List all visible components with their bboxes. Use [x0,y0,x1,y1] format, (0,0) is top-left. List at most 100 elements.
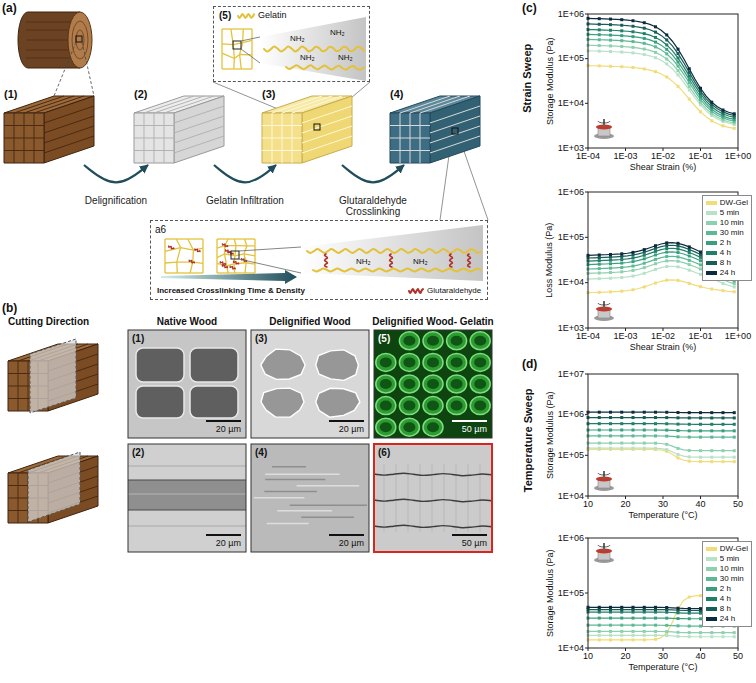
fluorescent-cell [399,375,419,393]
axis-title: Shear Strain (%) [630,162,697,172]
legend-swatch [706,271,717,275]
legend-text: DW-Gel [720,198,748,208]
data-marker [665,634,668,637]
gelatin-mesh [164,239,165,251]
cell-wall [4,125,44,126]
image-number: (1) [132,333,144,345]
fibre-line [400,96,450,113]
data-marker [643,53,646,56]
fibre-line [174,106,224,123]
tick-mark [738,496,739,499]
data-marker [699,436,702,439]
fibre-line [302,106,352,123]
fibre-line [430,136,480,153]
fluorescent-cell [376,418,396,436]
leader-line [241,37,260,41]
cell-wall [468,464,469,532]
data-marker [677,73,680,76]
data-marker [654,70,657,73]
data-marker [643,272,646,275]
data-marker [710,119,713,122]
gelatin-mesh [234,68,241,69]
tick-mark [588,648,589,651]
glutaraldehyde-legend-sample [409,289,423,293]
zoom-square [314,124,320,130]
data-marker [643,257,646,260]
gelatin-chain [307,249,481,253]
data-marker [609,624,612,627]
tick-label: 1E+04 [558,643,584,653]
data-marker [699,460,702,463]
data-marker [677,255,680,258]
micrograph [374,330,492,438]
data-marker [620,447,623,450]
chart [585,14,738,151]
data-marker [620,270,623,273]
tick-label: 1E+06 [558,409,584,419]
data-marker [643,248,646,251]
column-heading: Cutting Direction [8,316,89,328]
data-marker [609,434,612,437]
data-marker [688,631,691,634]
fibre-line [44,126,94,143]
fibre-line [174,136,224,153]
crosslink [325,254,328,267]
data-marker [677,429,680,432]
fluorescent-cell [376,353,396,371]
data-marker [699,423,702,426]
data-marker [677,447,680,450]
gelatin-mesh [188,238,203,239]
data-marker [643,27,646,30]
data-marker [620,34,623,37]
data-marker [710,460,713,463]
scale-bar-label: 20 µm [216,538,241,548]
data-marker [643,67,646,70]
data-marker [643,32,646,35]
fibre-line [14,96,64,113]
delignified-wood-block: (2) [134,88,228,165]
fluorescent-cell [376,397,396,415]
tick-mark [585,14,588,15]
data-marker [598,263,601,266]
data-marker [722,109,725,112]
data-marker [609,277,612,280]
data-marker [688,607,691,610]
legend-entry: 5 min [706,208,748,218]
block-front [262,113,302,163]
data-marker [609,50,612,53]
tick-mark [588,148,589,151]
data-marker [665,244,668,247]
gelatin-mesh [192,250,194,262]
data-marker [598,434,601,437]
data-marker [620,255,623,258]
column-heading: Native Wood [157,316,217,328]
data-marker [677,411,680,414]
data-marker [688,85,691,88]
data-series [588,423,734,425]
data-marker [733,290,736,293]
data-marker [665,448,668,451]
gelatin-mesh [222,43,233,45]
legend-entry: 10 min [706,564,748,574]
data-marker [710,288,713,291]
data-marker [654,36,657,39]
legend-swatch [706,597,717,601]
data-marker [609,262,612,265]
data-marker [722,436,725,439]
step-number: (3) [262,88,275,101]
wood-log [18,12,94,96]
data-marker [632,260,635,263]
data-marker [620,65,623,68]
cell-lumen [427,336,439,346]
data-marker [643,262,646,265]
cell-lumen [451,379,463,389]
cell-wall [4,150,44,151]
cell-wall [390,150,430,151]
cell-lumen [451,357,463,367]
fibre-streak [254,497,305,499]
data-marker [609,34,612,37]
data-marker [598,422,601,425]
plot-frame [588,14,738,148]
data-marker [620,638,623,641]
data-marker [722,411,725,414]
